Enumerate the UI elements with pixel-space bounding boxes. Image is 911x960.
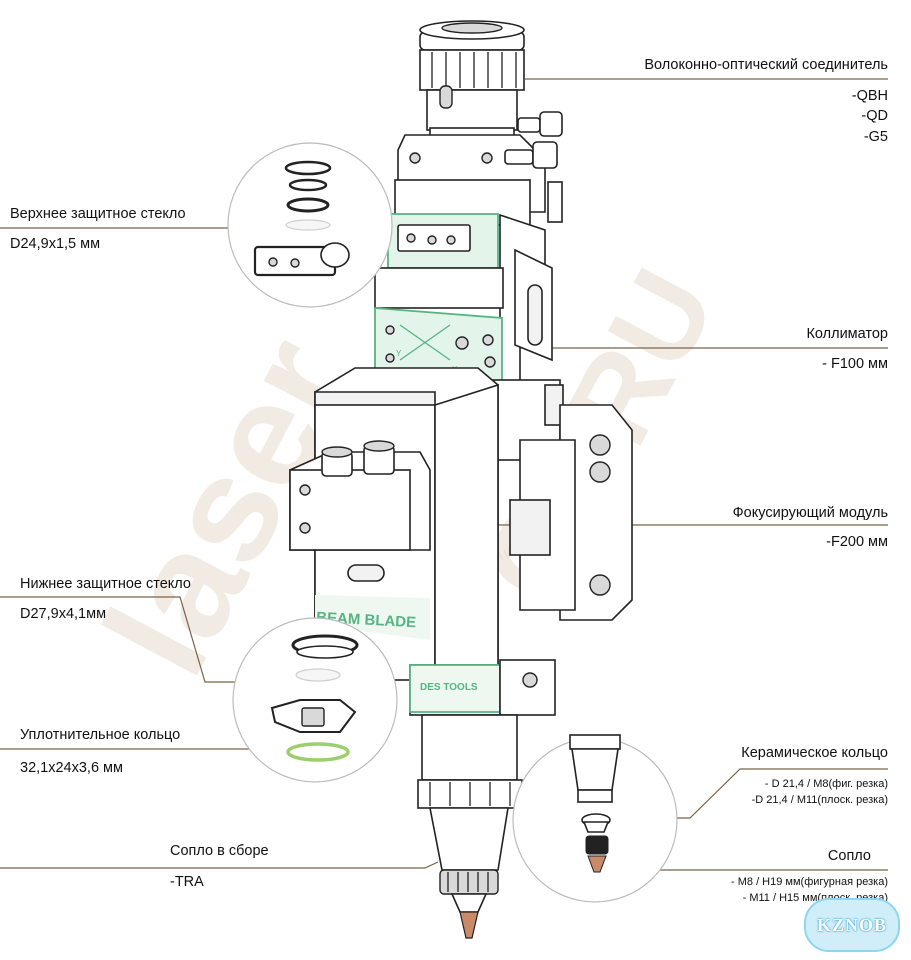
detail-lower-glass	[232, 617, 398, 783]
cutting-head: Y X BEAM BLADE	[289, 20, 633, 939]
nozzle-spec-1: - M8 / H19 мм(фигурная резка)	[731, 876, 888, 888]
upper-glass-spec: D24,9x1,5 мм	[10, 236, 101, 252]
collimator-spec: - F100 мм	[822, 356, 888, 372]
air-fittings	[504, 111, 563, 223]
ceramic-ring-spec-2: -D 21,4 / M11(плоск. резка)	[751, 794, 888, 806]
upper-glass-title: Верхнее защитное стекло	[10, 206, 186, 222]
nozzle-assembly-title: Сопло в сборе	[170, 843, 269, 859]
collimator-title: Коллиматор	[806, 326, 888, 342]
fiber-connector-option-g5: -G5	[863, 129, 888, 145]
focus-module-title: Фокусирующий модуль	[732, 505, 888, 521]
kznob-badge-text: KZNOB	[816, 914, 887, 935]
signal-connectors	[321, 440, 395, 477]
seal-ring-title: Уплотнительное кольцо	[20, 727, 181, 743]
lower-glass-title: Нижнее защитное стекло	[20, 576, 191, 592]
seal-ring-spec: 32,1x24x3,6 мм	[20, 760, 123, 776]
detail-upper-glass	[227, 142, 393, 308]
ceramic-ring-title: Керамическое кольцо	[741, 745, 888, 761]
kznob-badge: KZNOB	[804, 898, 900, 952]
ceramic-ring-spec-1: - D 21,4 / M8(фиг. резка)	[764, 778, 888, 790]
axis-y: Y	[396, 349, 402, 358]
fiber-connector-option-qbh: -QBH	[851, 88, 888, 104]
focus-module-spec: -F200 мм	[826, 534, 888, 550]
lower-glass-spec: D27,9x4,1мм	[20, 606, 107, 622]
detail-nozzle	[512, 734, 678, 903]
fiber-connector-option-qd: -QD	[861, 108, 888, 124]
nozzle-assembly-spec: -TRA	[170, 874, 204, 890]
nozzle-title: Сопло	[827, 848, 871, 864]
fiber-connector-title: Волоконно-оптический соединитель	[644, 57, 888, 73]
lower-band-text: DES TOOLS	[420, 682, 478, 693]
